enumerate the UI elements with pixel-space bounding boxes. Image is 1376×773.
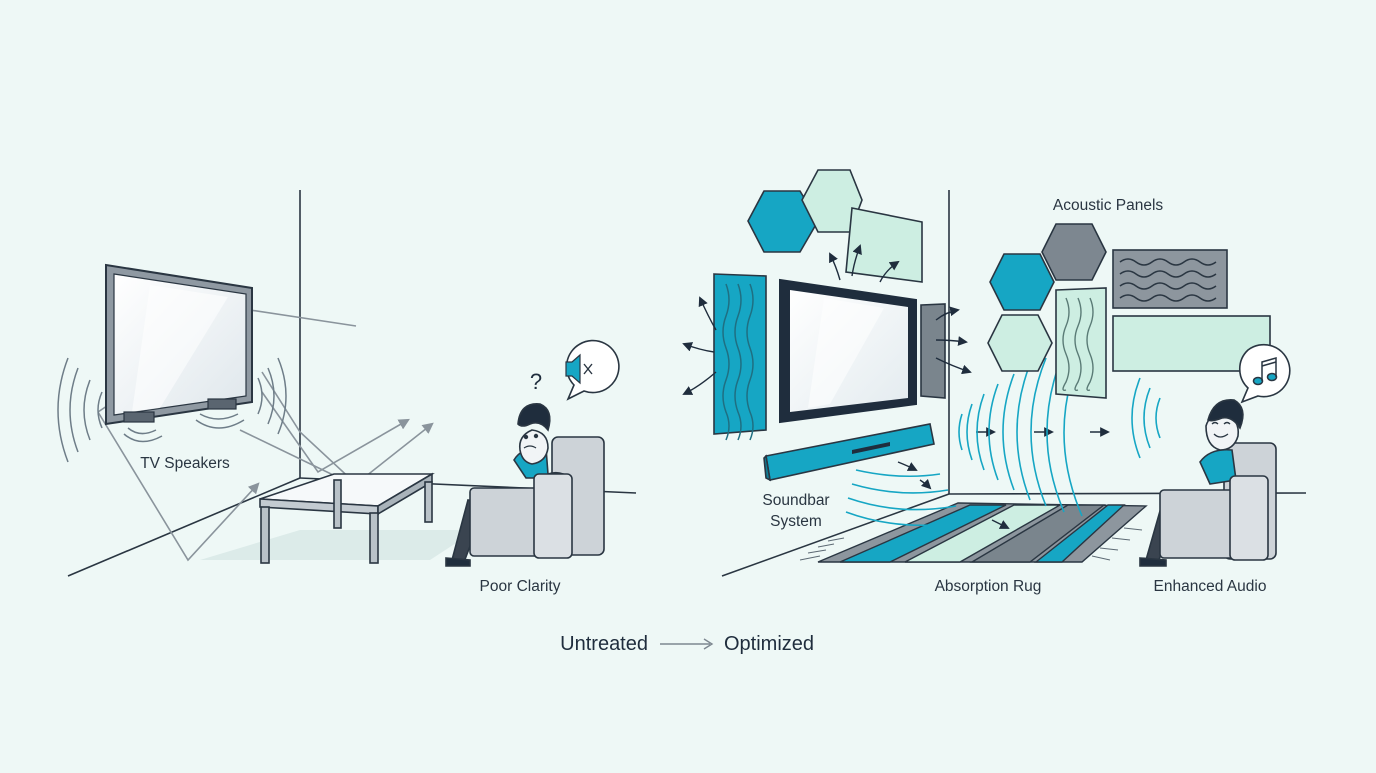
speaker-muted-icon bbox=[565, 353, 593, 385]
arrow-right-icon bbox=[660, 638, 714, 650]
label-soundbar-line1: Soundbar bbox=[762, 492, 829, 509]
floor-line-left bbox=[67, 477, 301, 577]
confused-viewer bbox=[445, 403, 605, 567]
absorption-rug bbox=[799, 502, 1148, 563]
label-tv-speakers: TV Speakers bbox=[140, 455, 230, 472]
label-absorption-rug: Absorption Rug bbox=[935, 578, 1042, 595]
optimized-scene: Acoustic Panels Soundbar System Absorpti… bbox=[682, 169, 1307, 595]
untreated-scene: ? TV Speakers Poor Clarity bbox=[57, 190, 637, 595]
acoustic-panel-cluster bbox=[987, 223, 1271, 399]
caption-optimized: Optimized bbox=[724, 633, 814, 655]
label-enhanced-audio: Enhanced Audio bbox=[1154, 578, 1267, 595]
caption-untreated: Untreated bbox=[560, 633, 648, 655]
comparison-caption: Untreated Optimized bbox=[560, 633, 814, 655]
armchair-arm bbox=[533, 473, 573, 559]
floor-line-left-right-scene bbox=[721, 493, 950, 577]
wall-tv bbox=[105, 263, 253, 426]
soundbar bbox=[763, 423, 935, 482]
music-note-icon bbox=[1252, 357, 1278, 386]
coffee-table bbox=[200, 472, 476, 564]
muted-speech-bubble bbox=[565, 339, 620, 401]
tv-speaker-right bbox=[207, 398, 237, 410]
confused-question-mark: ? bbox=[530, 369, 542, 394]
label-poor-clarity: Poor Clarity bbox=[480, 578, 561, 595]
happy-viewer bbox=[1139, 399, 1277, 567]
side-speaker-panel bbox=[920, 303, 946, 399]
ceiling-hex-panels bbox=[747, 169, 923, 283]
tv-speaker-left bbox=[123, 411, 155, 423]
music-speech-bubble bbox=[1239, 343, 1291, 404]
diffusion-arrows bbox=[682, 244, 1110, 529]
tv-speaker-waves bbox=[57, 357, 287, 463]
optimized-tv bbox=[779, 278, 946, 424]
wave-panel-left bbox=[713, 273, 767, 441]
label-acoustic-panels: Acoustic Panels bbox=[1053, 197, 1164, 214]
label-soundbar-line2: System bbox=[770, 513, 822, 530]
